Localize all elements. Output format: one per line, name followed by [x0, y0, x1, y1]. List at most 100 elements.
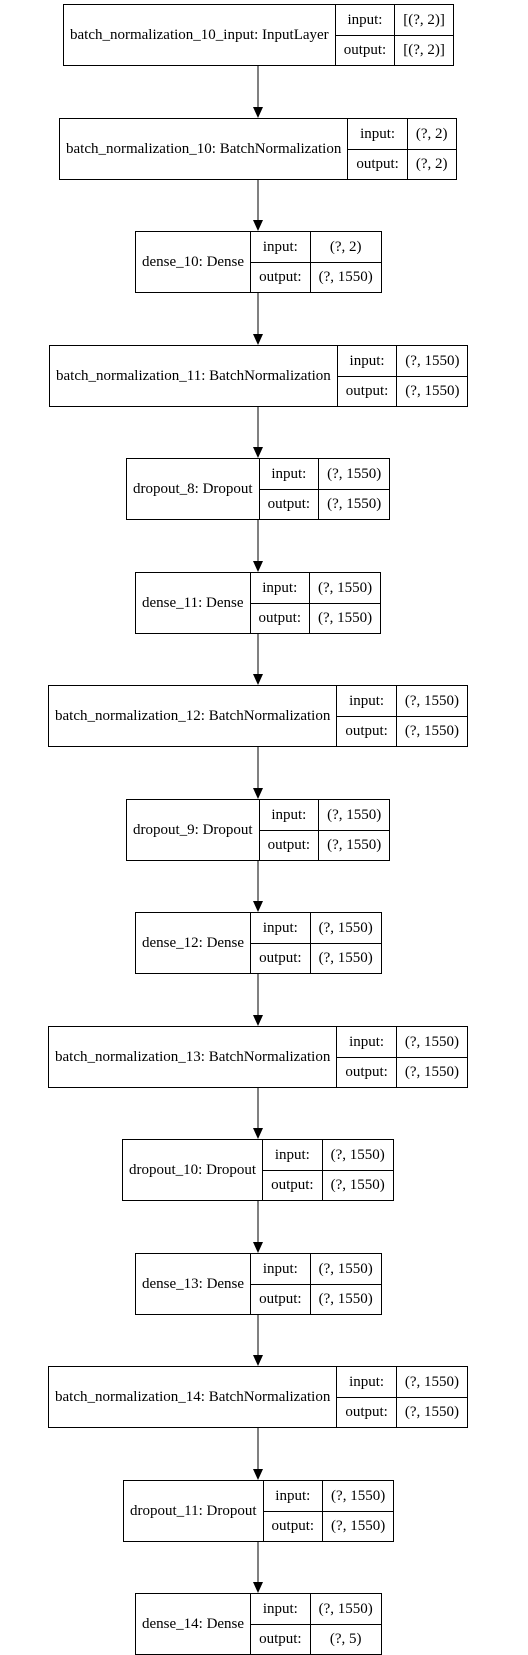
output-shape: (?, 2)	[407, 149, 456, 179]
layer-io-table: input: [(?, 2)] output: [(?, 2)]	[335, 5, 453, 65]
layer-name: dense_11: Dense	[136, 573, 251, 633]
input-label: input:	[348, 119, 408, 149]
output-shape: (?, 1550)	[397, 376, 468, 406]
layer-name: batch_normalization_10: BatchNormalizati…	[60, 119, 349, 179]
layer-node-1: batch_normalization_10: BatchNormalizati…	[59, 118, 457, 180]
layer-name: batch_normalization_13: BatchNormalizati…	[49, 1027, 338, 1087]
output-label: output:	[263, 1170, 323, 1200]
layer-name: dense_14: Dense	[136, 1594, 252, 1654]
layer-node-2: dense_10: Dense input: (?, 2) output: (?…	[135, 231, 382, 293]
output-label: output:	[251, 1284, 311, 1314]
layer-name: dropout_11: Dropout	[124, 1481, 264, 1541]
input-label: input:	[336, 5, 396, 35]
layer-io-table: input: (?, 1550) output: (?, 1550)	[337, 346, 468, 406]
layer-name: batch_normalization_11: BatchNormalizati…	[50, 346, 338, 406]
input-shape: (?, 1550)	[318, 1600, 373, 1617]
output-shape: (?, 1550)	[322, 1170, 393, 1200]
output-label: output:	[251, 943, 311, 973]
layer-node-9: batch_normalization_13: BatchNormalizati…	[48, 1026, 469, 1088]
input-label: input:	[264, 1481, 324, 1511]
layer-name: dropout_9: Dropout	[127, 800, 260, 860]
layer-io-table: input: (?, 1550) output: (?, 1550)	[251, 913, 381, 973]
layer-node-5: dense_11: Dense input: (?, 1550) output:…	[135, 572, 382, 634]
layer-io-table: input: (?, 1550) output: (?, 1550)	[337, 686, 468, 746]
layer-name: dense_12: Dense	[136, 913, 252, 973]
connector-arrowhead-0	[253, 107, 263, 118]
layer-node-13: dropout_11: Dropout input: (?, 1550) out…	[123, 1480, 395, 1542]
layer-node-0: batch_normalization_10_input: InputLayer…	[63, 4, 454, 66]
input-label: input:	[251, 1254, 311, 1284]
input-label: input:	[260, 459, 320, 489]
output-shape: (?, 1550)	[396, 1397, 468, 1427]
connector-arrowhead-7	[253, 901, 263, 912]
input-shape: [(?, 2)]	[403, 11, 445, 28]
output-label: output:	[337, 716, 397, 746]
connector-arrowhead-3	[253, 447, 263, 458]
layer-io-table: input: (?, 1550) output: (?, 1550)	[251, 1254, 381, 1314]
output-label: output:	[337, 1397, 397, 1427]
layer-node-11: dense_13: Dense input: (?, 1550) output:…	[135, 1253, 382, 1315]
input-shape: (?, 1550)	[405, 352, 460, 369]
input-shape: (?, 1550)	[404, 692, 460, 709]
layer-io-table: input: (?, 1550) output: (?, 1550)	[263, 1481, 394, 1541]
output-label: output:	[348, 149, 408, 179]
layer-name: dropout_8: Dropout	[127, 459, 260, 519]
output-shape: (?, 1550)	[396, 1057, 468, 1087]
output-shape: (?, 1550)	[323, 1511, 394, 1541]
input-label: input:	[337, 1367, 397, 1397]
layer-node-8: dense_12: Dense input: (?, 1550) output:…	[135, 912, 382, 974]
input-label: input:	[337, 1027, 397, 1057]
output-shape: (?, 1550)	[310, 943, 381, 973]
connector-arrowhead-8	[253, 1015, 263, 1026]
input-label: input:	[260, 800, 320, 830]
layer-node-6: batch_normalization_12: BatchNormalizati…	[48, 685, 469, 747]
layer-io-table: input: (?, 1550) output: (?, 5)	[251, 1594, 381, 1654]
input-label: input:	[251, 232, 311, 262]
input-shape: (?, 1550)	[331, 1487, 386, 1504]
layer-node-4: dropout_8: Dropout input: (?, 1550) outp…	[126, 458, 391, 520]
layer-node-3: batch_normalization_11: BatchNormalizati…	[49, 345, 469, 407]
connector-arrowhead-9	[253, 1128, 263, 1139]
connector-arrowhead-10	[253, 1242, 263, 1253]
layer-io-table: input: (?, 2) output: (?, 2)	[348, 119, 456, 179]
layer-node-10: dropout_10: Dropout input: (?, 1550) out…	[122, 1139, 394, 1201]
connector-arrowhead-12	[253, 1469, 263, 1480]
output-label: output:	[335, 35, 396, 65]
input-shape: (?, 1550)	[318, 919, 373, 936]
input-label: input:	[263, 1140, 323, 1170]
layer-name: dense_10: Dense	[136, 232, 252, 292]
output-label: output:	[337, 1057, 397, 1087]
layer-io-table: input: (?, 1550) output: (?, 1550)	[337, 1367, 468, 1427]
input-shape: (?, 1550)	[327, 465, 382, 482]
input-shape: (?, 1550)	[404, 1373, 460, 1390]
layer-name: batch_normalization_14: BatchNormalizati…	[49, 1367, 338, 1427]
layer-io-table: input: (?, 1550) output: (?, 1550)	[337, 1027, 468, 1087]
connector-arrowhead-4	[253, 561, 263, 572]
output-shape: (?, 1550)	[310, 262, 381, 292]
output-label: output:	[259, 830, 320, 860]
layer-name: dense_13: Dense	[136, 1254, 252, 1314]
input-label: input:	[338, 346, 398, 376]
layer-io-table: input: (?, 2) output: (?, 1550)	[251, 232, 381, 292]
connector-arrowhead-6	[253, 788, 263, 799]
connector-arrowhead-11	[253, 1355, 263, 1366]
layer-io-table: input: (?, 1550) output: (?, 1550)	[263, 1140, 393, 1200]
layer-name: batch_normalization_12: BatchNormalizati…	[49, 686, 338, 746]
layer-name: batch_normalization_10_input: InputLayer	[64, 5, 336, 65]
output-label: output:	[251, 1624, 311, 1654]
output-shape: (?, 1550)	[396, 716, 468, 746]
layer-node-7: dropout_9: Dropout input: (?, 1550) outp…	[126, 799, 391, 861]
input-label: input:	[251, 913, 311, 943]
output-label: output:	[263, 1511, 324, 1541]
layer-node-12: batch_normalization_14: BatchNormalizati…	[48, 1366, 469, 1428]
input-shape: (?, 1550)	[318, 579, 373, 596]
input-label: input:	[251, 573, 311, 603]
input-shape: (?, 2)	[415, 125, 448, 142]
layer-node-14: dense_14: Dense input: (?, 1550) output:…	[135, 1593, 382, 1655]
output-shape: (?, 1550)	[310, 1284, 381, 1314]
input-label: input:	[337, 686, 397, 716]
layer-io-table: input: (?, 1550) output: (?, 1550)	[259, 800, 390, 860]
input-shape: (?, 1550)	[318, 1260, 373, 1277]
